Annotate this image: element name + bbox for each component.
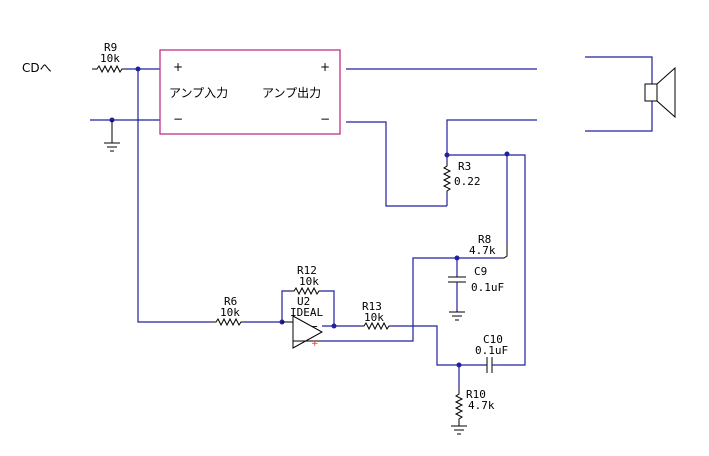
ground-symbol-in <box>104 120 120 152</box>
input-label: CDへ <box>22 61 52 75</box>
r10-ref: R10 <box>466 388 486 401</box>
amp-plus-in: + <box>173 60 183 74</box>
wire-r9-to-r6 <box>137 69 212 323</box>
resistor-r10: R10 4.7k <box>454 388 495 426</box>
r3-value: 0.22 <box>454 175 481 188</box>
u2-value: IDEAL <box>290 306 323 319</box>
resistor-r9: R9 10k <box>92 41 125 74</box>
r8-ref: R8 <box>478 233 491 246</box>
capacitor-c10: C10 0.1uF <box>459 333 508 373</box>
amp-minus-in: − <box>173 112 183 126</box>
capacitor-c9: C9 0.1uF <box>448 258 504 312</box>
r6-value: 10k <box>220 306 240 319</box>
r3-ref: R3 <box>458 160 471 173</box>
r13-value: 10k <box>364 311 384 324</box>
amp-minus-out: − <box>320 112 330 126</box>
amp-input-label: アンプ入力 <box>169 86 228 100</box>
wire-r12-right <box>322 290 335 326</box>
c10-value: 0.1uF <box>475 344 508 357</box>
u2-ref: U2 <box>297 295 310 308</box>
resistor-r12: R12 10k <box>290 264 322 296</box>
wire-r13-to-c10 <box>392 325 459 366</box>
c9-value: 0.1uF <box>471 281 504 294</box>
wire-out-minus <box>346 121 447 207</box>
wire-r12-left <box>281 290 290 322</box>
r6-ref: R6 <box>224 295 237 308</box>
wire-feedback-bus <box>447 154 526 366</box>
opamp-minus-mark: − <box>311 320 318 333</box>
r12-ref: R12 <box>297 264 317 277</box>
r9-value: 10k <box>100 52 120 65</box>
ground-symbol-c9 <box>449 311 465 321</box>
resistor-r6: R6 10k <box>212 295 244 327</box>
r13-ref: R13 <box>362 300 382 313</box>
resistor-r3: R3 0.22 <box>442 160 481 193</box>
amp-output-label: アンプ出力 <box>262 86 321 100</box>
amplifier-box <box>159 49 341 135</box>
r12-value: 10k <box>299 275 319 288</box>
ground-symbol-r10 <box>451 425 467 435</box>
opamp-plus-mark: + <box>311 339 319 349</box>
speaker-icon <box>585 56 676 132</box>
opamp-u2: U2 IDEAL − + <box>282 295 323 349</box>
r9-ref: R9 <box>104 41 117 54</box>
resistor-r8: R8 4.7k <box>469 233 508 259</box>
amp-plus-out: + <box>320 60 330 74</box>
c9-ref: C9 <box>474 265 487 278</box>
r8-value: 4.7k <box>469 244 496 257</box>
resistor-r13: R13 10k <box>360 300 392 331</box>
c10-ref: C10 <box>483 333 503 346</box>
wire-r3-top <box>446 119 537 161</box>
junction-opamp-out <box>331 323 337 329</box>
r10-value: 4.7k <box>468 399 495 412</box>
